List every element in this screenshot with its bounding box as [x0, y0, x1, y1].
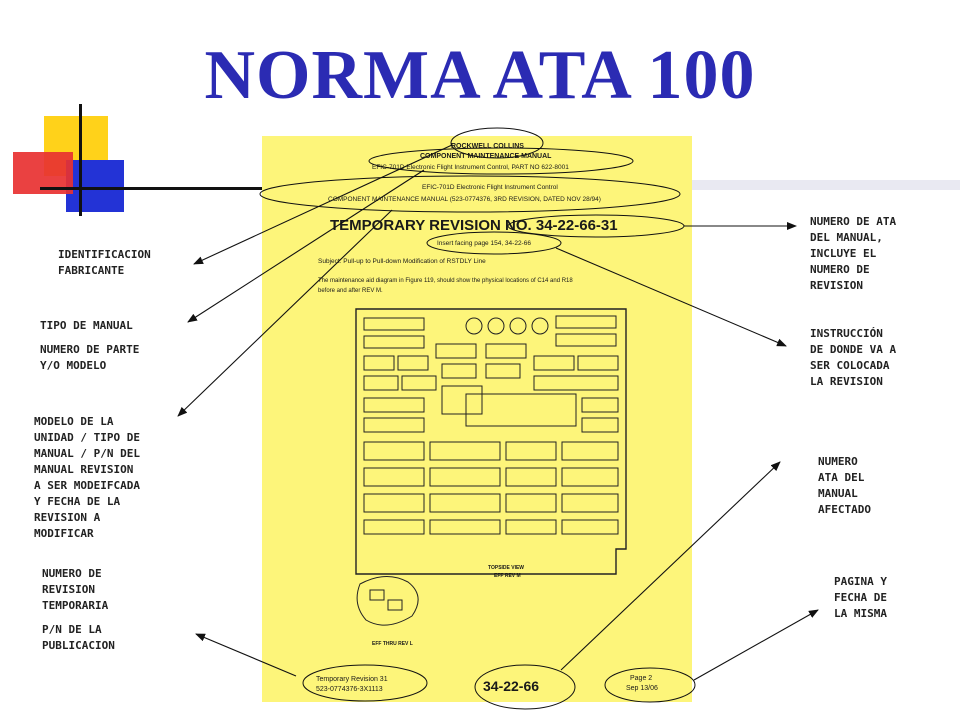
cmm-revision-line: COMPONENT MAINTENANCE MANUAL (523-077437…: [328, 196, 601, 203]
revision-number-callout-ellipse: [507, 214, 685, 238]
footer-page-date: Sep 13/06: [626, 685, 658, 692]
insert-instruction: Insert facing page 154, 34-22-66: [437, 240, 531, 247]
label-numero-de-parte: NUMERO DE PARTE Y/O MODELO: [40, 343, 140, 372]
label-numero-ata-afectado: NUMERO ATA DEL MANUAL AFECTADO: [818, 455, 871, 516]
arrow-pagina-fecha: [693, 609, 819, 681]
model-callout-ellipse: [259, 175, 681, 213]
label-numero-de-ata: NUMERO DE ATA DEL MANUAL, INCLUYE EL NUM…: [810, 215, 897, 292]
slide-title: NORMA ATA 100: [204, 37, 756, 114]
manufacturer-callout-ellipse: [450, 127, 544, 159]
footer-publication-pn: 523-0774376-3X1113: [316, 686, 383, 693]
arrow-instruccion: [555, 247, 787, 347]
revision-subject: Subject: Pull-up to Pull-down Modificati…: [318, 258, 486, 265]
label-instruccion-revision: INSTRUCCIÓN DE DONDE VA A SER COLOCADA L…: [810, 327, 897, 388]
temporary-revision-page: ROCKWELL COLLINS COMPONENT MAINTENANCE M…: [262, 136, 692, 702]
arrow-numero-ata-afectado: [560, 461, 781, 671]
deco-blue-block: [66, 160, 124, 212]
footer-page-number: Page 2: [630, 675, 653, 682]
footer-revision-callout-ellipse: [302, 664, 428, 702]
label-pagina-y-fecha: PAGINA Y FECHA DE LA MISMA: [834, 575, 887, 620]
revision-title: TEMPORARY REVISION NO. 34-22-66-31: [330, 217, 618, 234]
footer-temporary-revision: Temporary Revision 31: [316, 676, 388, 683]
arrow-tipo-manual: [187, 169, 425, 323]
effectivity-rev-l-label: EFF THRU REV L: [372, 641, 413, 647]
arrow-numero-revision: [195, 633, 297, 677]
label-modelo-de-la-unidad: MODELO DE LA UNIDAD / TIPO DE MANUAL / P…: [34, 415, 140, 540]
manual-type-callout-ellipse: [368, 147, 634, 175]
label-identificacion-fabricante: IDENTIFICACION FABRICANTE: [58, 248, 151, 277]
manual-part-line: EFIC-701D Electronic Flight Instrument C…: [372, 164, 569, 171]
manual-type: COMPONENT MAINTENANCE MANUAL: [420, 153, 552, 160]
deco-horizontal-line-faded: [692, 180, 960, 190]
label-numero-de-revision: NUMERO DE REVISION TEMPORARIA: [42, 567, 109, 612]
maintenance-aid-diagram: [355, 308, 627, 626]
unit-model-line: EFIC-701D Electronic Flight Instrument C…: [422, 184, 558, 191]
footer-ata-callout-ellipse: [474, 664, 576, 710]
revision-body-line-1: The maintenance aid diagram in Figure 11…: [318, 278, 573, 284]
label-tipo-de-manual: TIPO DE MANUAL: [40, 319, 133, 332]
deco-vertical-line: [79, 104, 82, 216]
arrow-modelo-unidad: [177, 209, 393, 417]
manufacturer-name: ROCKWELL COLLINS: [451, 143, 524, 150]
insert-instruction-callout-ellipse: [426, 231, 562, 255]
topside-view-label: TOPSIDE VIEW: [488, 565, 525, 571]
revision-body-line-2: before and after REV M.: [318, 288, 383, 294]
arrow-fabricante: [193, 144, 453, 265]
effectivity-rev-m-label: EFF REV M: [494, 573, 521, 579]
label-pn-publicacion: P/N DE LA PUBLICACION: [42, 623, 115, 652]
footer-page-callout-ellipse: [604, 667, 696, 703]
footer-ata-number: 34-22-66: [483, 678, 540, 694]
